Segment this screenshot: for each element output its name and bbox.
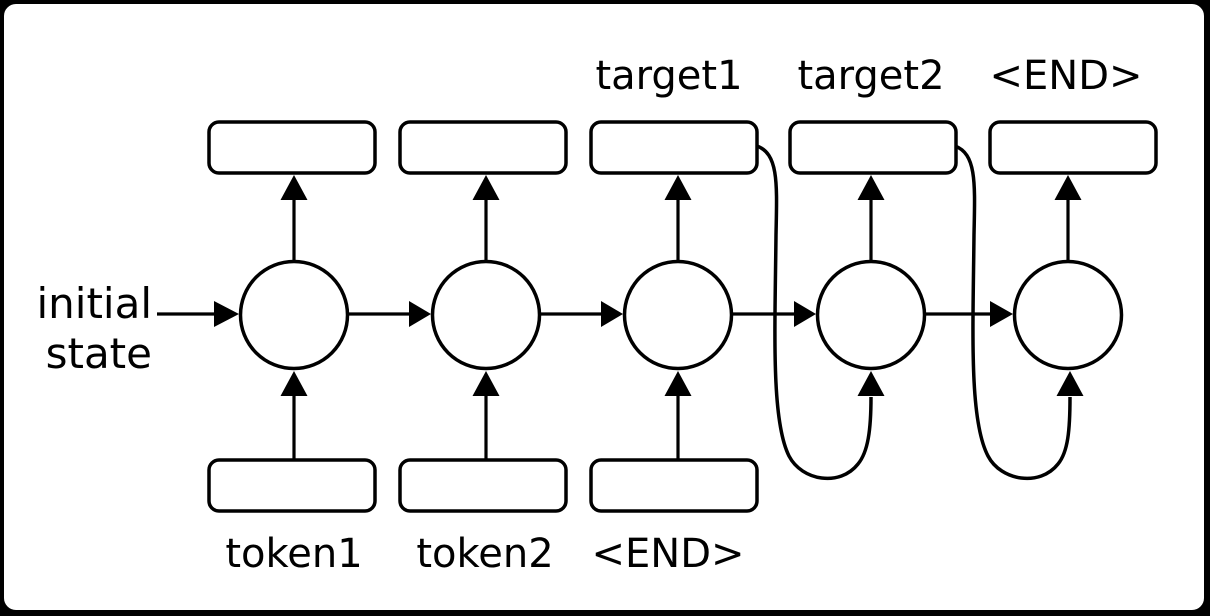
- rnn-cell-2: [430, 259, 542, 371]
- hidden-state-arrowhead-1: [409, 301, 431, 327]
- initial-state-label: initial state: [12, 279, 153, 379]
- output-box-5: [988, 120, 1158, 175]
- feedback-arrowhead-cell4: [857, 371, 885, 396]
- hidden-state-arrowhead-2: [601, 301, 623, 327]
- input-label-token2: token2: [416, 531, 554, 577]
- output-arrowhead-4: [857, 175, 885, 200]
- input-label-token1: token1: [225, 531, 363, 577]
- input-box-1: [207, 458, 377, 513]
- rnn-cell-1: [238, 259, 350, 371]
- initial-state-label-line2: state: [45, 329, 152, 378]
- output-label-target2: target2: [797, 53, 945, 99]
- output-label-end: <END>: [989, 53, 1143, 99]
- output-arrowhead-2: [472, 175, 500, 200]
- output-box-4: [788, 120, 958, 175]
- feedback-arrowhead-cell5: [1056, 371, 1084, 396]
- initial-state-arrowhead: [214, 301, 239, 327]
- hidden-state-arrowhead-4: [990, 301, 1013, 327]
- output-label-target1: target1: [595, 53, 743, 99]
- hidden-state-arrowhead-3: [794, 301, 816, 327]
- feedback-curve-output3-to-cell4: [756, 144, 873, 481]
- input-label-end: <END>: [591, 531, 745, 577]
- output-box-3: [589, 120, 759, 175]
- input-box-3: [589, 458, 759, 513]
- input-arrowhead-3: [664, 371, 692, 396]
- output-box-2: [398, 120, 568, 175]
- output-box-1: [207, 120, 377, 175]
- rnn-cell-5: [1012, 259, 1124, 371]
- output-arrowhead-1: [280, 175, 308, 200]
- input-arrowhead-1: [280, 371, 308, 396]
- rnn-cell-3: [622, 259, 734, 371]
- input-box-2: [398, 458, 568, 513]
- output-arrowhead-3: [664, 175, 692, 200]
- initial-state-label-line1: initial: [36, 279, 153, 328]
- output-arrowhead-5: [1054, 175, 1082, 200]
- rnn-cell-4: [815, 259, 927, 371]
- feedback-curve-output4-to-cell5: [954, 144, 1072, 481]
- input-arrowhead-2: [472, 371, 500, 396]
